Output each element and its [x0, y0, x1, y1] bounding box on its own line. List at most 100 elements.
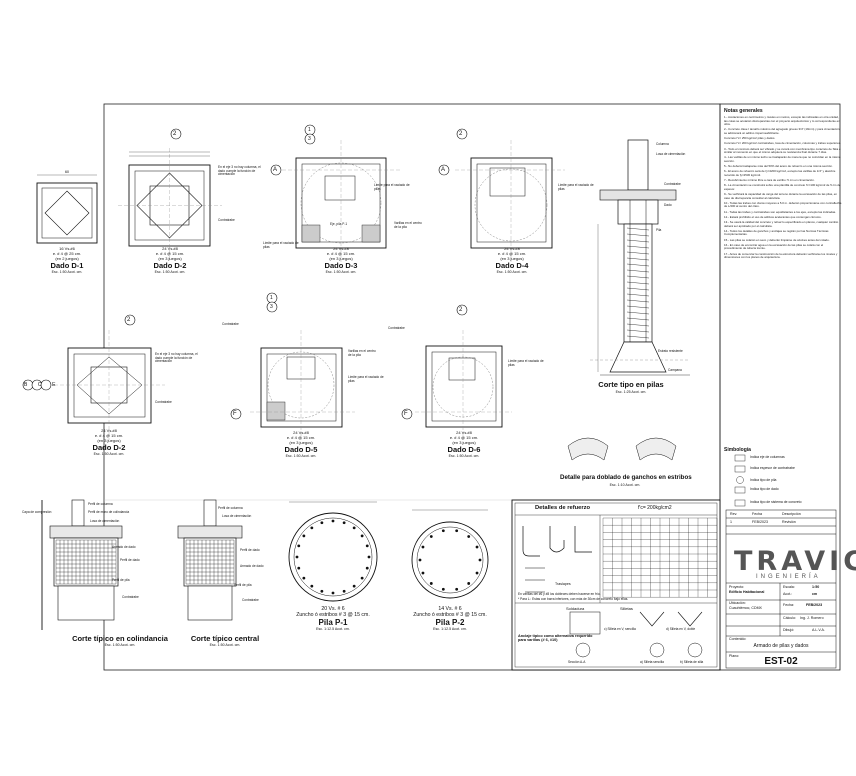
tb-desc-col: Descripción: [782, 512, 801, 516]
corte-col-label-contratrabe: Contratrabe: [122, 595, 139, 599]
rebar-dot: [421, 545, 425, 549]
note-item: 5.- No deberá traslaparse más del 50% de…: [724, 164, 833, 169]
note-item: 11.- Todas las trabes y contratrabes son…: [724, 209, 837, 214]
corte-col-label-dado: Perfil de dado: [120, 558, 140, 562]
dado-d2b-caption: 24 Vs.#8 e. # 4 @ 15 cm. (en 3 juegos) D…: [71, 428, 147, 456]
axis-3-mid: 3: [270, 304, 273, 310]
tb-contenido: Armado de pilas y dados: [753, 643, 809, 649]
tb-rev-label: Rev.: [730, 512, 738, 516]
simbologia-item-2: Indica espesor de contratrabe: [750, 466, 795, 470]
tb-fecha-label: Fecha:: [783, 603, 794, 607]
dado-d2a-spec2: e. # 4 @ 15 cm.: [155, 251, 185, 256]
stirrup-line: [626, 317, 650, 321]
rebar-dot: [367, 555, 371, 559]
pila-p1-scale: Esc. 1:12.5 Acot. cm.: [316, 627, 350, 631]
note-eje-3-top: En el eje 3 no hay columna, el dado cump…: [218, 165, 261, 177]
pila-p1-spec2: Zuncho ó estribos # 3 @ 15 cm.: [296, 612, 370, 618]
label-varilla-2: Varillas en el centro de la pila: [348, 349, 376, 357]
dado-d5-spec3: (en 3 juegos): [289, 440, 313, 445]
dado-d2a-spec1: 24 Vs.#8: [162, 246, 178, 251]
note-item: 14.- Todos los detalles de ganchos y anc…: [724, 228, 829, 237]
dado-d1-caption: 16 Vs.#6 e. # 4 @ 25 cm. (en 2 juegos) D…: [30, 246, 104, 274]
dado-d6-title: Dado D-6: [447, 445, 481, 454]
rebar-dot: [320, 589, 324, 593]
tb-dibujo: A.L.V.A.: [812, 628, 825, 632]
dado-d4-caption: 24 Vs.#8 e. # 4 @ 15 cm. (en 3 juegos) D…: [474, 246, 550, 274]
rebar-dot: [455, 529, 459, 533]
rebar-dot: [352, 584, 356, 588]
pila-p2-section: [411, 509, 489, 599]
tb-escala-label: Escala:: [783, 585, 795, 589]
rebar-dot: [297, 566, 301, 570]
corte-col-label-capa: Capa de compresión: [22, 510, 52, 514]
tb-plano: EST-02: [764, 656, 798, 667]
note-eje-3-mid: En el eje 3 no hay columna, el dado cump…: [155, 352, 198, 364]
label-limite-5: Límite para el vaciado de pilas: [508, 359, 544, 367]
dado-d2a-scale: Esc. 1:50 Acot. cm.: [154, 270, 186, 274]
dado-d3-spec3: (en 3 juegos): [329, 256, 353, 261]
tb-escala: 1:50: [812, 585, 820, 589]
label-pila-eje: Eje, pila P-1: [330, 222, 348, 226]
refuerzo-soldadura: Soldadura: [566, 606, 585, 611]
stirrup-line: [626, 239, 650, 243]
tb-fecha: FEB/2023: [806, 603, 823, 607]
label-contratrabe-4: Contratrabe: [388, 326, 405, 330]
mesh-colindancia: [55, 539, 117, 585]
refuerzo-table-grid: [602, 517, 718, 598]
rebar-dot: [418, 558, 422, 562]
label-contratrabe-3: Contratrabe: [222, 322, 239, 326]
corte-colindancia: [41, 499, 123, 630]
stirrup-line: [626, 299, 650, 303]
simbologia-item-3: Indica tipo de pila: [750, 478, 777, 482]
tb-ubicacion-label: Ubicación:: [729, 601, 746, 605]
dado-d3-spec1: 24 Vs.#8: [333, 246, 349, 251]
dado-d5-caption: 24 Vs.#8 e. # 4 @ 15 cm. (en 3 juegos) D…: [263, 430, 339, 458]
rebar-dot: [441, 587, 445, 591]
tb-fecha-col: Fecha: [752, 512, 762, 516]
svg-text:60: 60: [65, 170, 69, 174]
axis-3-top: 3: [308, 136, 311, 142]
dado-d6-spec1: 24 Vs.#8: [456, 430, 472, 435]
rebar-dot: [360, 534, 364, 538]
rebar-dot: [478, 558, 482, 562]
corte-cen-label-losa: Losa de cimentación: [222, 514, 252, 518]
dado-d4-scale: Esc. 1:50 Acot. cm.: [496, 270, 528, 274]
refuerzo-note2: * Para L.: Estas con barra inferiores, c…: [518, 597, 629, 601]
axis-2-top-a: 2: [173, 131, 177, 137]
refuerzo-note1: En varillas del #6 y #8 los dobleces deb…: [518, 592, 601, 596]
tb-proyecto: Edificio Habitacional: [729, 590, 765, 594]
rebar-dot: [421, 571, 425, 575]
notes-title: Notas generales: [724, 108, 763, 114]
pila-p2-caption: 14 Vs. # 6 Zuncho ó estribos # 3 @ 15 cm…: [400, 606, 500, 631]
rebar-dot: [297, 544, 301, 548]
stirrup-line: [626, 293, 650, 297]
dado-d3-caption: 24 Vs.#8 e. # 4 @ 15 cm. (en 3 juegos) D…: [303, 246, 379, 274]
tb-acot: cm: [812, 592, 818, 596]
note-item: Concreto f'c= 250 kg/cm2 pilas y dados.: [724, 136, 776, 141]
dado-d6-caption: 24 Vs.#8 e. # 4 @ 15 cm. (en 3 juegos) D…: [426, 430, 502, 458]
rebar-dot: [342, 589, 346, 593]
dado-d6-spec3: (en 3 juegos): [452, 440, 476, 445]
travic-logo: TRAVIC: [734, 546, 856, 577]
rebar-dot: [360, 576, 364, 580]
dado-d1-plan: 60: [36, 170, 98, 244]
note-item: 8.- La cimentación se construirá sobre u…: [724, 183, 841, 191]
axis-f-right: F: [404, 411, 408, 417]
ganchos-sketch: [567, 437, 677, 461]
rebar-dot: [475, 545, 479, 549]
axis-a-right: A: [441, 167, 446, 173]
rebar-dot: [302, 576, 306, 580]
corte-col-label-columna: Perfil de columna: [88, 502, 113, 506]
tb-calculo-label: Cálculo:: [783, 616, 796, 620]
refuerzo-seccion: Sección A-A: [568, 660, 586, 664]
corte-label-contratrabe: Contratrabe: [664, 182, 681, 186]
dado-d1-spec1: 16 Vs.#6: [59, 246, 75, 251]
detalles-refuerzo: [511, 499, 721, 671]
refuerzo-silleta-b: d) Silleta en V, doble: [666, 627, 696, 631]
dado-d2-plan-top: [118, 148, 222, 260]
dado-d2b-spec3: (en 3 juegos): [97, 438, 121, 443]
label-contratrabe-1: Contratrabe: [218, 218, 235, 222]
label-limite-3: Límite para el vaciado de pilas: [558, 183, 594, 191]
tb-dibujo-label: Dibujó:: [783, 628, 795, 632]
